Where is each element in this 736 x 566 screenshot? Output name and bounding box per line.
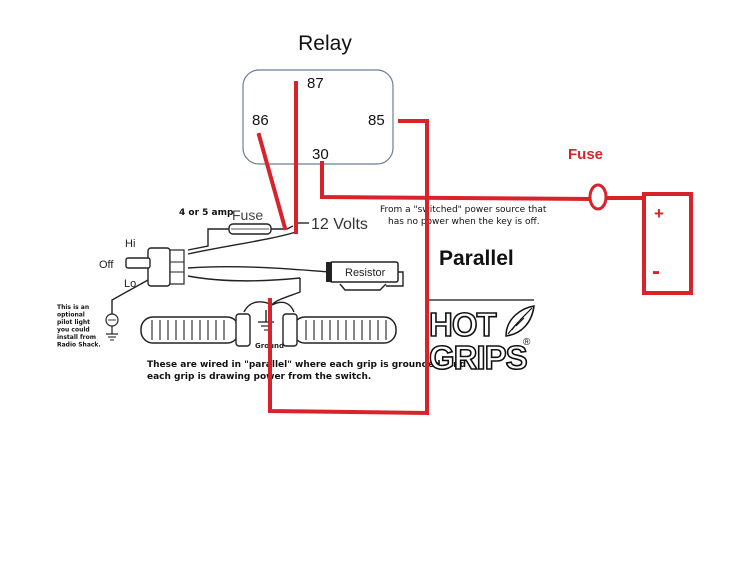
resistor-tab	[326, 262, 332, 282]
pin-30-wire	[320, 161, 594, 202]
pilot-note-line: This is an	[57, 304, 89, 311]
parallel-caption-line: These are wired in "parallel" where each…	[147, 360, 466, 370]
schematic: 4 or 5 amp Fuse 12 Volts Hi Off Lo	[57, 205, 549, 382]
left-grip-ridges	[151, 320, 225, 340]
volts-label: 12 Volts	[311, 216, 368, 233]
logo-hot: HOT	[429, 306, 497, 343]
switch-body	[147, 247, 171, 287]
switched-source-line: From a "switched" power source that	[380, 205, 547, 215]
switched-source-line: has no power when the key is off.	[388, 217, 540, 227]
toggle-switch: Hi Off Lo	[99, 238, 185, 290]
parallel-title: Parallel	[439, 247, 514, 270]
right-grip-ridges	[305, 320, 387, 340]
right-grip	[282, 313, 397, 347]
fuse-left-wire	[187, 228, 229, 251]
pilot-note-line: pilot light	[57, 319, 90, 326]
switch-terminals	[169, 249, 185, 285]
switch-lower-wire	[187, 275, 301, 282]
pilot-note: This is an optional pilot light you coul…	[57, 304, 101, 349]
switch-to-volts-wire	[187, 231, 297, 255]
relay-box	[242, 69, 394, 165]
right-grip-end	[282, 313, 298, 347]
added-fuse-symbol	[588, 183, 608, 211]
pilot-light: This is an optional pilot light you coul…	[57, 279, 149, 349]
switch-to-resistor-wire	[187, 265, 331, 273]
switch-lo-label: Lo	[124, 278, 136, 290]
pilot-wire	[111, 279, 149, 314]
battery-minus-label: -	[652, 258, 660, 285]
pilot-note-line: you could	[57, 327, 90, 334]
resistor-bottom-wire	[339, 283, 387, 291]
switch-lever	[125, 257, 151, 269]
relay-title: Relay	[298, 32, 352, 55]
logo-registered-mark: ®	[523, 337, 531, 348]
resistor: Resistor	[326, 261, 399, 283]
relay-pin-85: 85	[368, 112, 385, 129]
parallel-caption-line: each grip is drawing power from the swit…	[147, 372, 371, 382]
leaf-icon	[505, 305, 535, 337]
hot-grips-logo: HOT GRIPS ®	[428, 299, 535, 377]
relay-pin-30: 30	[312, 146, 329, 163]
parallel-caption: These are wired in "parallel" where each…	[147, 360, 469, 382]
battery-box	[642, 192, 693, 295]
relay: Relay 87 86 85 30	[242, 32, 394, 165]
schematic-fuse-label: Fuse	[232, 207, 263, 223]
resistor-right-wire	[386, 271, 404, 287]
right-grip-body	[292, 316, 397, 344]
fuse-right-wire	[271, 225, 294, 230]
pilot-note-line: install from	[57, 334, 96, 341]
battery-plus-label: +	[654, 204, 664, 223]
relay-pin-86: 86	[252, 112, 269, 129]
pilot-note-line: Radio Shack.	[57, 342, 101, 349]
added-fuse-label: Fuse	[568, 146, 603, 163]
switched-source-note: From a "switched" power source that has …	[380, 205, 549, 227]
resistor-label: Resistor	[345, 267, 386, 279]
switch-hi-label: Hi	[125, 238, 135, 250]
switch-off-label: Off	[99, 259, 114, 271]
pin-85-loop-wire	[268, 119, 429, 416]
pilot-note-line: optional	[57, 312, 85, 319]
pin-86-wire	[256, 132, 288, 231]
logo-grips: GRIPS	[429, 339, 527, 376]
relay-pin-87: 87	[307, 75, 324, 92]
amp-rating-label: 4 or 5 amp	[179, 208, 234, 218]
added-wiring: Fuse + -	[256, 81, 693, 416]
left-grip-end	[235, 313, 251, 347]
left-grip	[140, 313, 251, 347]
